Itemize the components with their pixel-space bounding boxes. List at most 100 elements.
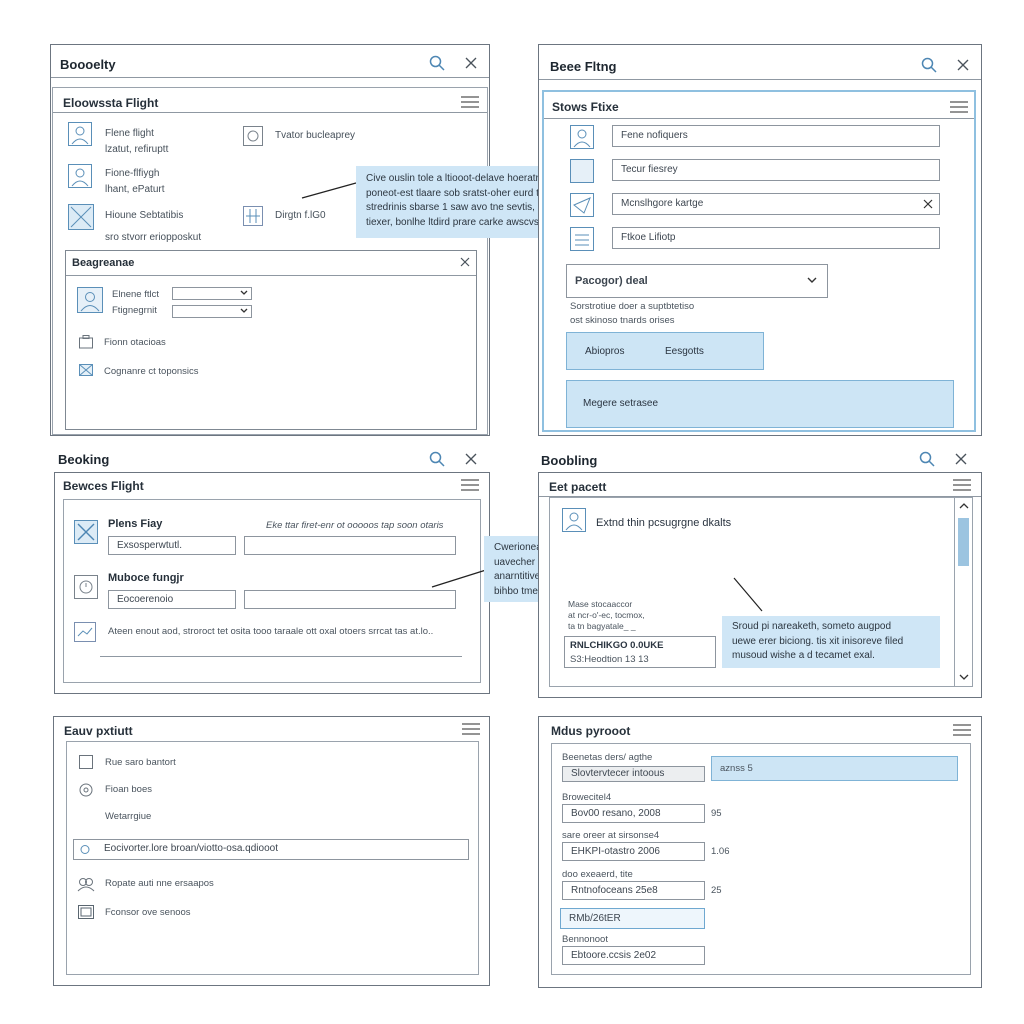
section-6-field[interactable]: Ebtoore.ccsis 2e02 (562, 946, 705, 965)
hamburger-menu-icon[interactable] (462, 723, 480, 735)
hamburger-menu-icon[interactable] (950, 101, 968, 113)
image-icon (74, 622, 96, 642)
send-icon (570, 193, 594, 217)
dialog-select-1[interactable] (172, 287, 252, 300)
info-note: Sroud pi nareaketh, someto augpod uewe e… (722, 616, 940, 668)
search-icon[interactable] (919, 451, 935, 467)
option-item-5[interactable]: Ropate auti nne ersaapos (105, 878, 214, 889)
hamburger-menu-icon[interactable] (953, 479, 971, 491)
flight-option-2-sub: lhant, ePaturt (105, 184, 165, 195)
scrollbar[interactable] (954, 498, 972, 686)
date-field[interactable]: Ftkoe Lifiotp (612, 227, 940, 249)
section-4-field[interactable]: Rntnofoceans 25e8 (562, 881, 705, 900)
details-small-3: ta tn bagyatale_ _ (568, 621, 636, 631)
checkbox-icon[interactable] (79, 755, 93, 769)
callout-connector (431, 569, 487, 588)
section-1-highlight[interactable]: aznss 5 (711, 756, 958, 781)
section-1-label: Beenetas ders/ agthe (562, 752, 653, 763)
close-icon[interactable] (460, 257, 470, 267)
search-icon[interactable] (429, 451, 445, 467)
avatar-icon (570, 125, 594, 149)
window-title: Boooelty (60, 57, 116, 72)
booking-code-box[interactable]: RNLCHIKGO 0.0UKE S3:Heodtion 13 13 (564, 636, 716, 668)
close-icon[interactable] (465, 453, 477, 465)
passenger-field[interactable]: Fene nofiquers (612, 125, 940, 147)
list-icon (570, 227, 594, 251)
row2-field-2[interactable] (244, 590, 456, 609)
type-field[interactable]: Tecur fiesrey (612, 159, 940, 181)
chevron-down-icon[interactable] (959, 674, 969, 681)
row1-field[interactable]: Exsosperwtutl. (108, 536, 236, 555)
close-icon[interactable] (957, 59, 969, 71)
option-item-3[interactable]: Wetarrgiue (105, 811, 152, 822)
right-option-2[interactable]: Dirgtn f.lG0 (275, 210, 326, 221)
section-2-value: 95 (711, 808, 722, 819)
settings-dialog: Beagreanae Elnene ftlct Ftignegrnit Fion… (65, 250, 477, 430)
hamburger-menu-icon[interactable] (461, 479, 479, 491)
grid-icon (243, 206, 263, 226)
search-icon[interactable] (921, 57, 937, 73)
people-icon (77, 876, 95, 892)
cancel-flight-icon (74, 520, 98, 544)
flight-option-2-title[interactable]: Fione-flfiygh (105, 168, 160, 179)
window-multi-report: Mdus pyrooot Beenetas ders/ agthe Slovte… (538, 716, 982, 988)
flight-panel: Eloowssta Flight Flene flight lzatut, re… (52, 87, 488, 435)
note-line-2: uewe erer biciong. tis xit inisoreve fil… (732, 635, 904, 647)
booking-inner-panel: Plens Fiay Eke ttar firet-enr ot ooooos … (63, 499, 481, 683)
clock-icon (74, 575, 98, 599)
cross-box-icon (68, 204, 94, 230)
dialog-option-2[interactable]: Cognanre ct toponsics (104, 366, 199, 377)
window-title: Boobling (541, 453, 598, 468)
window-title: Beoking (58, 452, 110, 467)
option-item-6[interactable]: Fconsor ove senoos (105, 907, 191, 918)
export-button[interactable]: Eesgotts (665, 346, 704, 357)
section-1-field[interactable]: Slovtervtecer intoous (562, 766, 705, 782)
close-icon[interactable] (923, 199, 933, 209)
hamburger-menu-icon[interactable] (461, 96, 479, 108)
callout-connector (301, 182, 357, 199)
flight-option-3-title[interactable]: Hioune Sebtatibis (105, 210, 184, 221)
right-option-1[interactable]: Tvator bucleaprey (275, 130, 356, 141)
section-4-value: 25 (711, 885, 722, 896)
form-panel: Stows Ftixe Fene nofiquers Tecur fiesrey… (542, 90, 976, 432)
message-banner[interactable]: Megere setrasee (566, 380, 954, 428)
panel-divider (539, 496, 981, 497)
details-small-1: Mase stocaaccor (568, 599, 633, 609)
window-title: Mdus pyrooot (551, 724, 631, 738)
callout-line-4: tiexer, bonlhe ltdird prare carke awscvs… (366, 216, 552, 228)
window-booking-flight: Bewces Flight Plens Fiay Eke ttar firet-… (54, 472, 490, 694)
scrollbar-thumb[interactable] (958, 518, 969, 566)
approve-button[interactable]: Abiopros (585, 346, 625, 357)
flight-option-1-sub: lzatut, refiruptt (105, 144, 169, 155)
row1-field-2[interactable] (244, 536, 456, 555)
section-4-label: doo exeaerd, tite (562, 869, 633, 880)
section-2-field[interactable]: Bov00 resano, 2008 (562, 804, 705, 823)
section-5-field[interactable]: RMb/26tER (560, 908, 705, 929)
row2-field[interactable]: Eocoerenoio (108, 590, 236, 609)
title-divider (51, 77, 489, 78)
avatar-icon (562, 508, 586, 532)
section-3-value: 1.06 (711, 846, 730, 857)
dialog-select-2[interactable] (172, 305, 252, 318)
panel-title: Eloowssta Flight (63, 96, 159, 110)
refresh-icon[interactable] (243, 126, 263, 146)
option-item-2[interactable]: Fioan boes (105, 784, 153, 795)
route-field[interactable]: Mcnslhgore kartge (612, 193, 940, 215)
close-icon[interactable] (955, 453, 967, 465)
section-3-field[interactable]: EHKPI-otastro 2006 (562, 842, 705, 861)
chevron-up-icon[interactable] (959, 502, 969, 509)
report-panel: Beenetas ders/ agthe Slovtervtecer intoo… (551, 743, 971, 975)
section-1-highlight-value: aznss 5 (720, 763, 753, 774)
search-icon[interactable] (429, 55, 445, 71)
option-item-1[interactable]: Rue saro bantort (105, 757, 176, 768)
dialog-divider (66, 275, 476, 276)
callout-line-2: poneot-est tlaare sob sratst-oher eurd t… (366, 187, 564, 199)
flight-option-1-title[interactable]: Flene flight (105, 128, 154, 139)
close-icon[interactable] (465, 57, 477, 69)
deal-select[interactable]: Pacogor) deal (566, 264, 828, 298)
dialog-option-1[interactable]: Fionn otacioas (104, 337, 166, 348)
hamburger-menu-icon[interactable] (953, 724, 971, 736)
path-field[interactable]: Eocivorter.lore broan/viotto-osa.qdiooot (73, 839, 469, 860)
window-title: Beee Fltng (550, 59, 617, 74)
options-panel: Rue saro bantort Fioan boes Wetarrgiue E… (66, 741, 479, 975)
